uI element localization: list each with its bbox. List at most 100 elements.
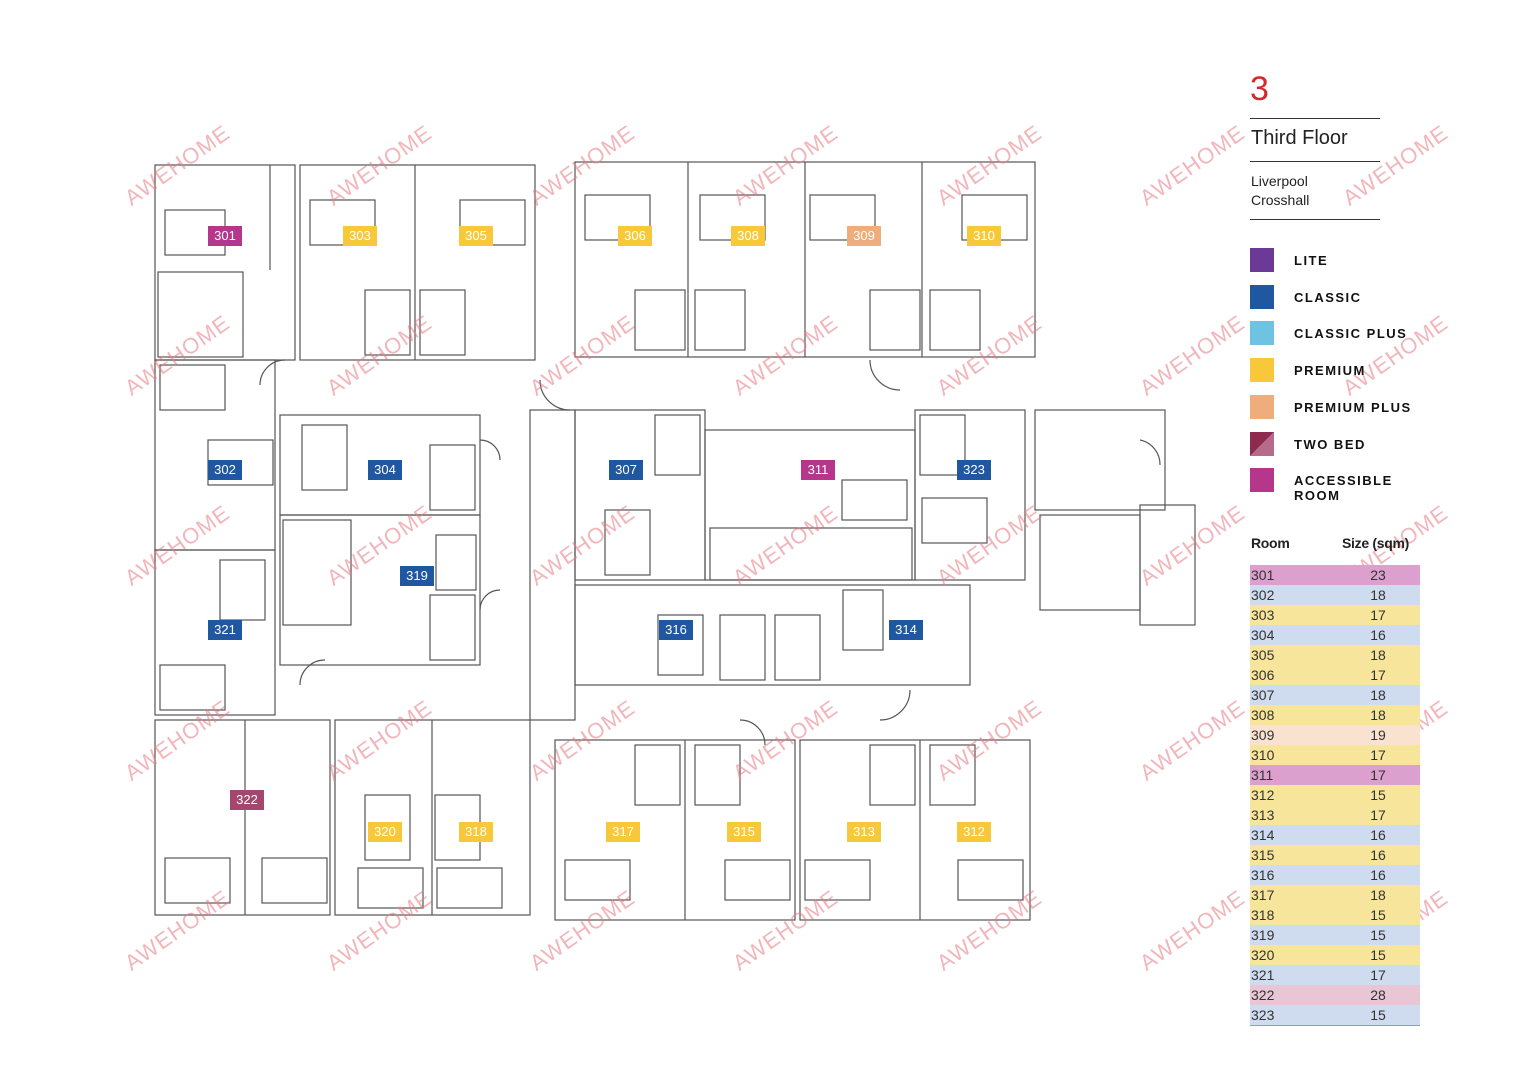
legend-label: LITE: [1294, 253, 1329, 268]
room-label-321[interactable]: 321: [208, 620, 242, 640]
divider: [1250, 161, 1380, 162]
room-size-cell: 17: [1370, 747, 1386, 763]
table-row: 316 16: [1250, 865, 1420, 886]
room-label-317[interactable]: 317: [606, 822, 640, 842]
room-number-cell: 317: [1251, 887, 1275, 903]
room-size-cell: 17: [1370, 667, 1386, 683]
room-label-320[interactable]: 320: [368, 822, 402, 842]
room-label-301[interactable]: 301: [208, 226, 242, 246]
room-number-cell: 308: [1251, 707, 1275, 723]
table-row: 308 18: [1250, 705, 1420, 726]
room-size-cell: 16: [1370, 867, 1386, 883]
room-label-307[interactable]: 307: [609, 460, 643, 480]
legend-swatch: [1250, 431, 1274, 456]
room-size-cell: 17: [1370, 607, 1386, 623]
room-label-306[interactable]: 306: [618, 226, 652, 246]
room-number-cell: 315: [1251, 847, 1275, 863]
room-number-cell: 307: [1251, 687, 1275, 703]
column-header-size: Size (sqm): [1342, 535, 1410, 551]
room-size-cell: 15: [1370, 907, 1386, 923]
room-size-cell: 18: [1370, 707, 1386, 723]
room-size-cell: 17: [1370, 767, 1386, 783]
table-row: 312 15: [1250, 785, 1420, 806]
location-line-2: Crosshall: [1251, 192, 1310, 208]
legend-item: CLASSIC: [1250, 284, 1430, 309]
room-label-310[interactable]: 310: [967, 226, 1001, 246]
room-label-323[interactable]: 323: [957, 460, 991, 480]
room-label-312[interactable]: 312: [957, 822, 991, 842]
legend-item: CLASSIC PLUS: [1250, 321, 1430, 346]
watermark-text: AWEHOME: [1338, 119, 1453, 211]
room-label-315[interactable]: 315: [727, 822, 761, 842]
room-number-cell: 301: [1251, 567, 1275, 583]
room-number-cell: 316: [1251, 867, 1275, 883]
legend-label: ACCESSIBLE ROOM: [1294, 473, 1393, 504]
room-label-316[interactable]: 316: [659, 620, 693, 640]
room-label-305[interactable]: 305: [459, 226, 493, 246]
room-size-cell: 15: [1370, 787, 1386, 803]
room-label-302[interactable]: 302: [208, 460, 242, 480]
divider: [1250, 219, 1380, 220]
column-header-room: Room: [1251, 535, 1290, 551]
table-row: 317 18: [1250, 885, 1420, 906]
room-size-cell: 16: [1370, 847, 1386, 863]
room-label-303[interactable]: 303: [343, 226, 377, 246]
table-row: 320 15: [1250, 945, 1420, 966]
room-size-cell: 18: [1370, 587, 1386, 603]
room-number-cell: 314: [1251, 827, 1275, 843]
table-row: 306 17: [1250, 665, 1420, 686]
room-size-cell: 18: [1370, 647, 1386, 663]
table-row: 314 16: [1250, 825, 1420, 846]
legend-item: ACCESSIBLE ROOM: [1250, 468, 1430, 503]
floor-number: 3: [1250, 70, 1269, 108]
room-number-cell: 312: [1251, 787, 1275, 803]
table-row: 321 17: [1250, 965, 1420, 986]
room-number-cell: 303: [1251, 607, 1275, 623]
room-label-308[interactable]: 308: [731, 226, 765, 246]
room-size-cell: 19: [1370, 727, 1386, 743]
table-row: 311 17: [1250, 765, 1420, 786]
room-label-304[interactable]: 304: [368, 460, 402, 480]
legend-swatch: [1250, 284, 1274, 309]
floor-title: Third Floor: [1251, 127, 1348, 149]
table-row: 315 16: [1250, 845, 1420, 866]
room-number-cell: 304: [1251, 627, 1275, 643]
room-size-cell: 15: [1370, 1007, 1386, 1023]
room-label-309[interactable]: 309: [847, 226, 881, 246]
room-size-cell: 28: [1370, 987, 1386, 1003]
table-row: 302 18: [1250, 585, 1420, 606]
legend-swatch: [1250, 321, 1274, 346]
room-label-322[interactable]: 322: [230, 790, 264, 810]
room-number-cell: 320: [1251, 947, 1275, 963]
room-size-cell: 16: [1370, 827, 1386, 843]
room-label-319[interactable]: 319: [400, 566, 434, 586]
room-label-313[interactable]: 313: [847, 822, 881, 842]
legend-swatch: [1250, 248, 1274, 272]
room-number-cell: 321: [1251, 967, 1275, 983]
room-size-cell: 18: [1370, 887, 1386, 903]
room-label-311[interactable]: 311: [801, 460, 835, 480]
room-label-318[interactable]: 318: [459, 822, 493, 842]
legend-label: PREMIUM PLUS: [1294, 399, 1412, 415]
room-number-cell: 302: [1251, 587, 1275, 603]
legend-label: CLASSIC PLUS: [1294, 326, 1408, 342]
room-label-314[interactable]: 314: [889, 620, 923, 640]
room-number-cell: 306: [1251, 667, 1275, 683]
room-size-cell: 15: [1370, 947, 1386, 963]
room-size-cell: 17: [1370, 967, 1386, 983]
legend-item: PREMIUM: [1250, 358, 1430, 383]
floor-plan: [154, 161, 1196, 921]
divider: [1250, 118, 1380, 119]
room-number-cell: 311: [1251, 767, 1274, 783]
legend-swatch: [1250, 358, 1274, 383]
legend-swatch: [1250, 468, 1274, 493]
